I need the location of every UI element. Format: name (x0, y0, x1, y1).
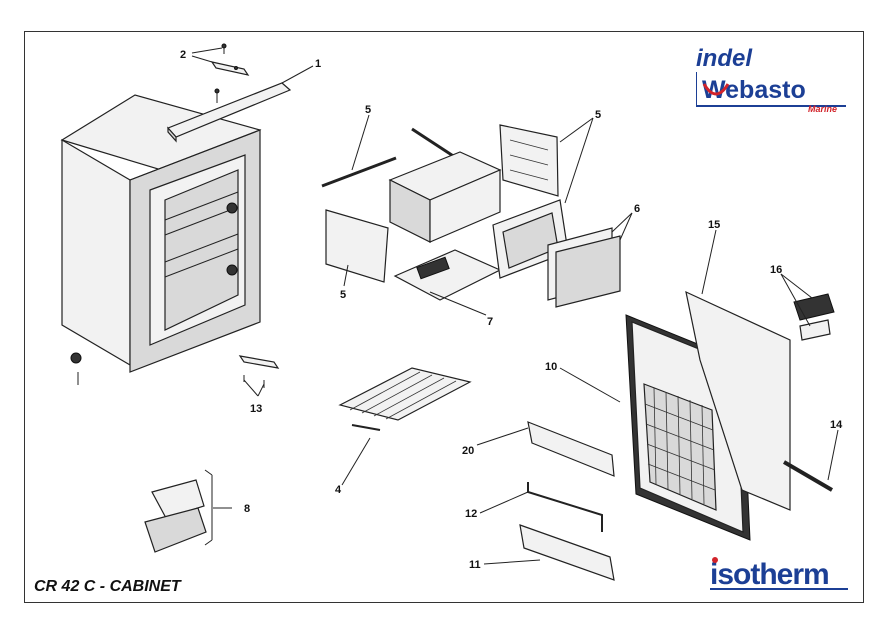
isotherm-logo: isotherm (708, 556, 854, 599)
part-2-plate (210, 43, 250, 76)
part-1-top-bracket (166, 82, 292, 143)
part-11-door-bin (519, 524, 615, 581)
label-part-5-right: 5 (595, 109, 601, 121)
part-16-latch (793, 293, 835, 341)
label-part-6: 6 (634, 203, 640, 215)
label-part-15: 15 (708, 219, 720, 231)
leader-lines (191, 47, 839, 565)
label-part-16: 16 (770, 264, 782, 276)
label-part-14: 14 (830, 419, 843, 431)
diagram-title: CR 42 C - CABINET (34, 578, 181, 595)
part-12-rail (527, 482, 603, 532)
label-part-8: 8 (244, 503, 250, 515)
label-part-5-left: 5 (340, 289, 346, 301)
indel-webasto-logo: indel Webasto Marine (695, 44, 856, 119)
part-8-ice-tray (144, 469, 232, 553)
cabinet-body (60, 94, 262, 373)
part-13-bracket (70, 352, 280, 388)
label-part-12: 12 (465, 508, 477, 520)
label-part-2: 2 (180, 49, 186, 61)
part-4-shelf (338, 367, 472, 431)
label-part-5-top: 5 (365, 104, 371, 116)
label-part-4: 4 (335, 484, 342, 496)
label-part-13: 13 (250, 403, 262, 415)
evaporator-assembly (321, 124, 569, 301)
part-20-door-bin (527, 421, 615, 477)
label-part-20: 20 (462, 445, 474, 457)
part-14-rod (782, 460, 834, 492)
label-part-11: 11 (469, 559, 481, 571)
logo-line1: indel (696, 45, 753, 72)
part-6-panels (547, 227, 621, 308)
isotherm-wordmark: isotherm (710, 558, 829, 591)
diagram-frame (24, 31, 864, 603)
logo-line2: Webasto (702, 76, 806, 104)
label-part-7: 7 (487, 316, 493, 328)
logo-line3: Marine (808, 104, 837, 114)
label-part-10: 10 (545, 361, 557, 373)
label-part-1: 1 (315, 58, 321, 70)
part-15-panel (685, 290, 791, 511)
